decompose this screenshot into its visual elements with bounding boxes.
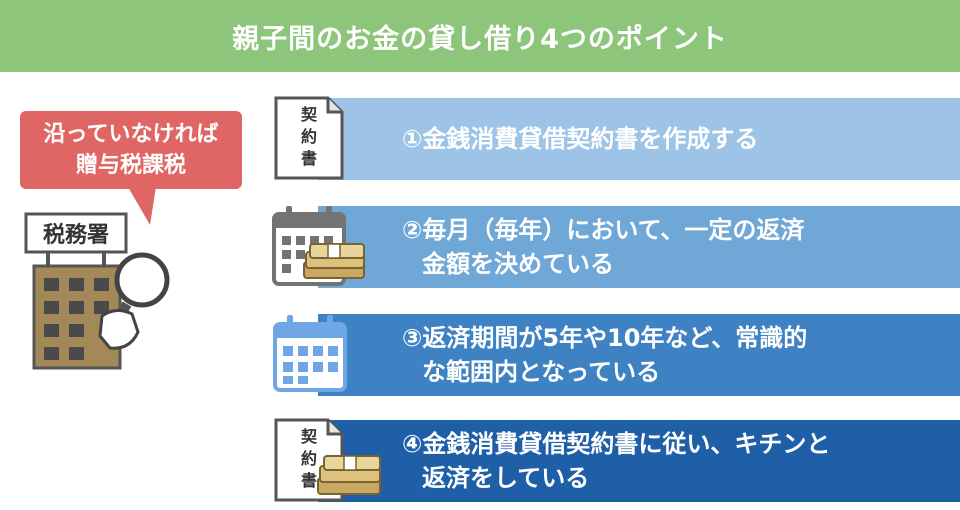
point-2-line-2: 金額を決めている <box>422 250 614 278</box>
page-title: 親子間のお金の貸し借り4つのポイント <box>232 23 728 55</box>
tax-office-sign: 税務署 <box>43 222 109 248</box>
point-bar-1: ①金銭消費貸借契約書を作成する <box>318 98 960 180</box>
point-bar-2: ②毎月（毎年）において、一定の返済 金額を決めている <box>318 206 960 288</box>
callout-tail <box>128 187 156 225</box>
point-bar-4: ④金銭消費貸借契約書に従い、キチンと 返済をしている <box>318 420 960 502</box>
magnifying-glass-icon <box>98 252 170 350</box>
point-3-line-1: ③返済期間が5年や10年など、常識的 <box>402 324 808 352</box>
tax-office-building-icon: 税務署 <box>24 212 170 370</box>
money-bundle-icon <box>303 243 365 279</box>
callout-line-2: 贈与税課税 <box>75 153 186 178</box>
contract-label: 契 約 書 <box>300 427 317 490</box>
point-1-text: ①金銭消費貸借契約書を作成する <box>402 125 759 153</box>
contract-label: 契 約 書 <box>300 105 317 168</box>
calendar-icon <box>273 315 347 392</box>
title-banner: 親子間のお金の貸し借り4つのポイント <box>0 0 960 72</box>
point-3-line-2: な範囲内となっている <box>422 358 661 386</box>
calendar-money-icon <box>272 206 365 286</box>
contract-document-icon: 契 約 書 <box>274 96 344 180</box>
point-2-line-1: ②毎月（毎年）において、一定の返済 <box>402 216 805 244</box>
callout-line-1: 沿っていなければ <box>43 122 219 147</box>
point-bar-3: ③返済期間が5年や10年など、常識的 な範囲内となっている <box>318 314 960 396</box>
money-bundle-icon <box>317 455 381 495</box>
point-4-line-2: 返済をしている <box>422 464 590 492</box>
point-4-line-1: ④金銭消費貸借契約書に従い、キチンと <box>402 430 831 458</box>
warning-callout: 沿っていなければ 贈与税課税 <box>20 111 242 189</box>
